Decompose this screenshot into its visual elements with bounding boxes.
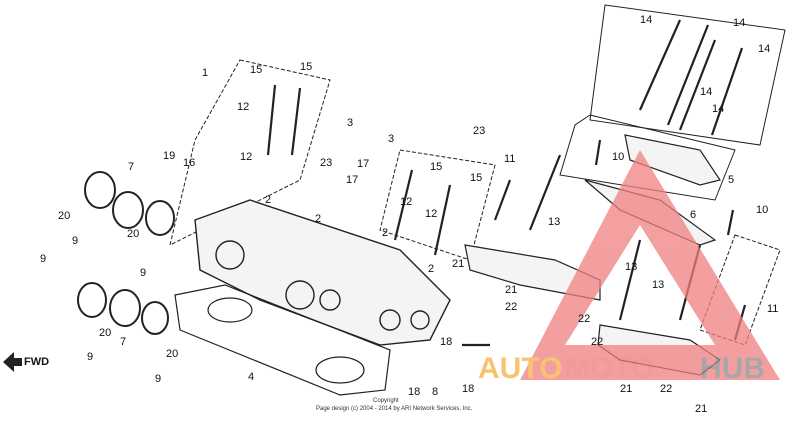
callout-21: 21 (505, 284, 517, 296)
copyright-line1: Copyright (373, 398, 399, 404)
callout-19: 19 (163, 150, 175, 162)
callout-12: 12 (240, 151, 252, 163)
callout-15: 15 (250, 64, 262, 76)
callout-21: 21 (452, 258, 464, 270)
callout-10: 10 (612, 151, 624, 163)
callout-20: 20 (99, 327, 111, 339)
callout-20: 20 (127, 228, 139, 240)
clamps (77, 171, 175, 335)
callout-6: 6 (690, 209, 696, 221)
callout-13: 13 (548, 216, 560, 228)
callout-7: 7 (120, 336, 126, 348)
watermark-moto: MOTO (565, 352, 654, 385)
callout-2: 2 (428, 263, 434, 275)
callout-15: 15 (470, 172, 482, 184)
callout-15: 15 (300, 61, 312, 73)
callout-20: 20 (166, 348, 178, 360)
cylinder-head (194, 199, 451, 346)
callout-13: 13 (652, 279, 664, 291)
callout-15: 15 (430, 161, 442, 173)
callout-22: 22 (660, 383, 672, 395)
callout-2: 2 (315, 213, 321, 225)
callout-21: 21 (695, 403, 707, 415)
callout-9: 9 (40, 253, 46, 265)
fwd-label: FWD (24, 356, 49, 368)
watermark-triangle (520, 150, 780, 380)
callout-9: 9 (155, 373, 161, 385)
watermark-hub: HUB (700, 352, 765, 385)
callout-12: 12 (425, 208, 437, 220)
callout-18: 18 (408, 386, 420, 398)
callout-3: 3 (388, 133, 394, 145)
callout-21: 21 (620, 383, 632, 395)
callout-11: 11 (767, 303, 778, 315)
callout-22: 22 (591, 336, 603, 348)
callout-8: 8 (432, 386, 438, 398)
callout-2: 2 (265, 194, 271, 206)
callout-14: 14 (700, 86, 712, 98)
callout-9: 9 (140, 267, 146, 279)
callout-2: 2 (382, 227, 388, 239)
watermark: AUTO MOTO HUB (478, 150, 780, 385)
fwd-arrow: FWD (3, 352, 49, 372)
callout-1: 1 (202, 67, 208, 79)
callout-12: 12 (237, 101, 249, 113)
callout-18: 18 (462, 383, 474, 395)
callout-14: 14 (712, 103, 724, 115)
callout-12: 12 (400, 196, 412, 208)
callout-11: 11 (504, 153, 515, 165)
watermark-auto: AUTO (478, 352, 562, 385)
callout-17: 17 (357, 158, 369, 170)
callout-17: 17 (346, 174, 358, 186)
callout-13: 13 (625, 261, 637, 273)
callout-7: 7 (128, 161, 134, 173)
callout-14: 14 (640, 14, 652, 26)
callout-18: 18 (440, 336, 452, 348)
callout-22: 22 (578, 313, 590, 325)
copyright-line2: Page design (c) 2004 - 2014 by ARI Netwo… (316, 406, 473, 412)
callout-10: 10 (756, 204, 768, 216)
callout-3: 3 (347, 117, 353, 129)
callout-14: 14 (758, 43, 770, 55)
callout-16: 16 (183, 157, 195, 169)
head-gasket (174, 284, 391, 396)
callout-23: 23 (320, 157, 332, 169)
callout-23: 23 (473, 125, 485, 137)
callout-5: 5 (728, 174, 734, 186)
callout-4: 4 (248, 371, 254, 383)
callout-9: 9 (72, 235, 78, 247)
callout-22: 22 (505, 301, 517, 313)
callout-14: 14 (733, 17, 745, 29)
callout-9: 9 (87, 351, 93, 363)
callout-20: 20 (58, 210, 70, 222)
